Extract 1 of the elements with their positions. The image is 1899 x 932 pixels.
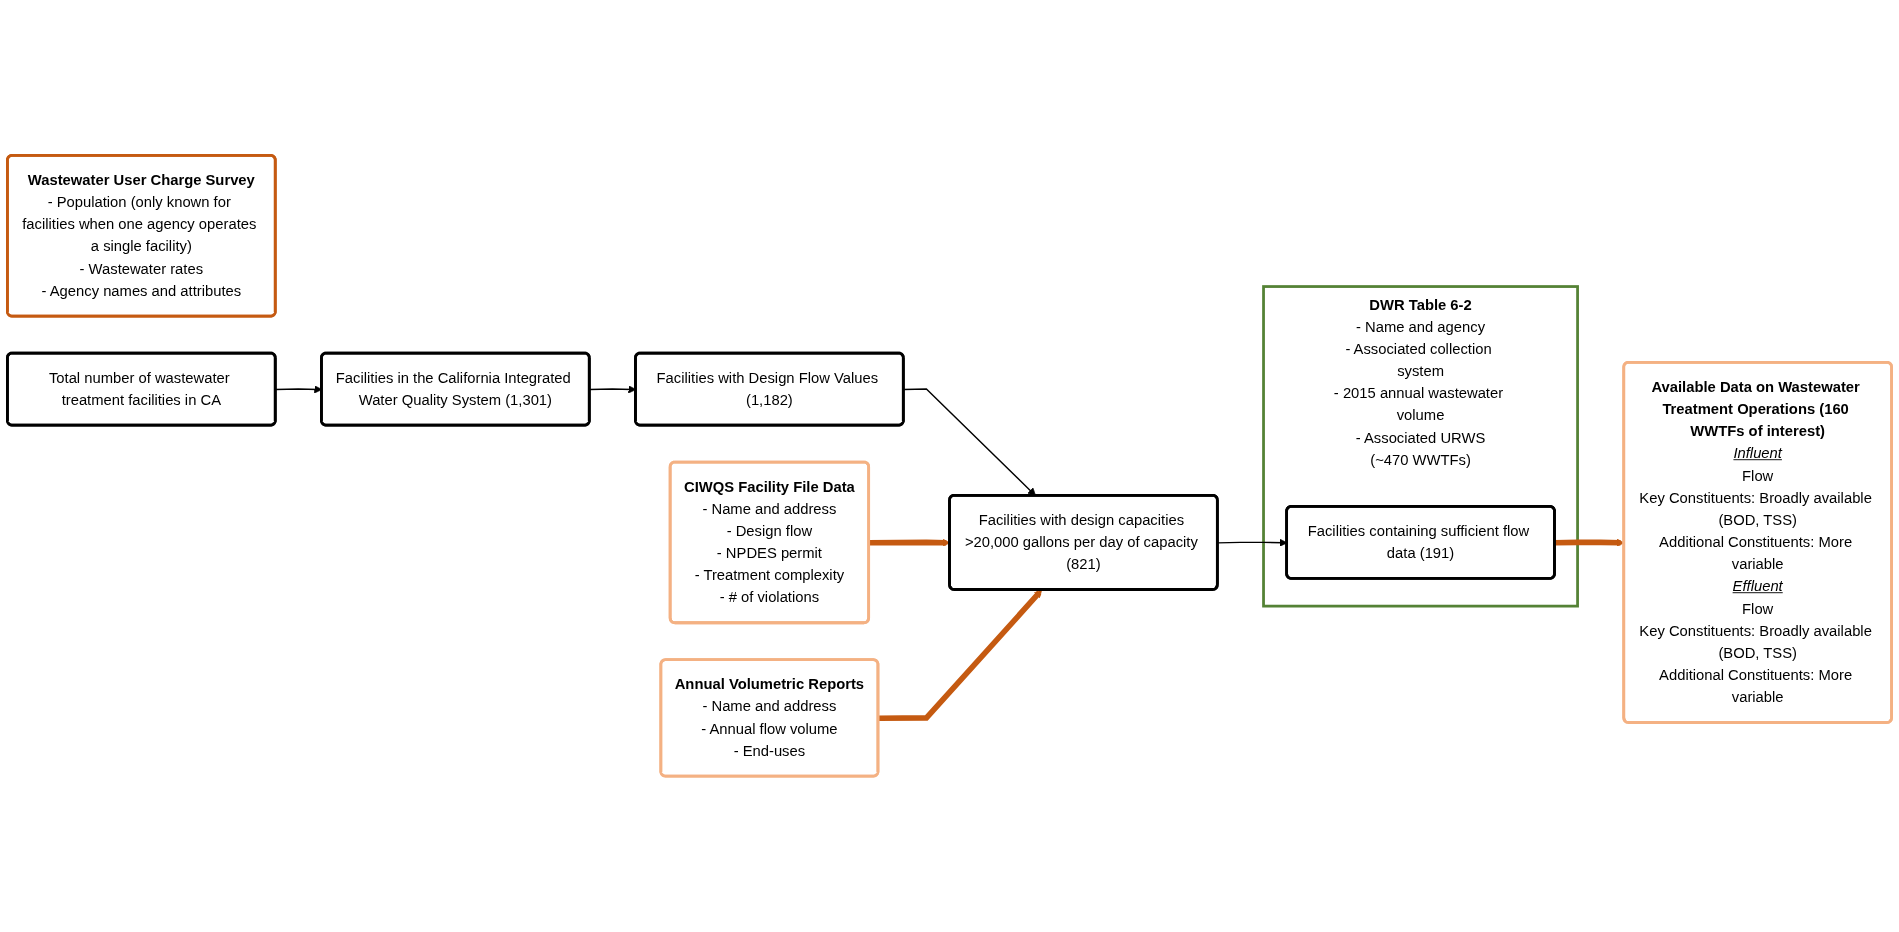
- arrow: [878, 589, 1043, 722]
